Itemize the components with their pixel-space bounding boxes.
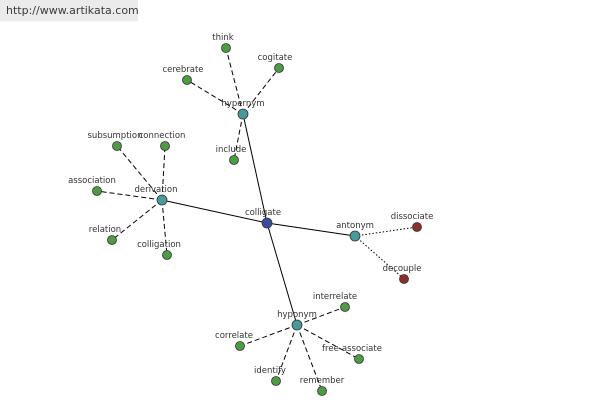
node-correlate[interactable] [235,341,245,351]
node-colligation[interactable] [162,250,172,260]
node-free-associate[interactable] [354,354,364,364]
label-cogitate[interactable]: cogitate [258,53,293,63]
edge-hyponym-correlate [239,324,298,347]
graph-labels: colligate hypernym derivation antonym hypony… [68,33,433,386]
edge-colligate-hyponym [266,222,298,326]
edge-hyponym-identify [275,324,298,382]
label-free-associate[interactable]: free-associate [322,344,382,354]
edge-derivation-association [96,190,163,201]
edge-antonym-decouple [354,235,405,280]
label-include[interactable]: include [216,145,247,155]
label-identify[interactable]: identify [254,366,286,376]
node-antonym[interactable] [349,230,361,242]
edge-derivation-subsumption [116,145,163,201]
node-remember[interactable] [317,386,327,396]
label-derivation[interactable]: derivation [134,185,177,195]
edge-hypernym-cerebrate [186,79,244,115]
graph-edges [96,47,418,392]
label-colligate[interactable]: colligate [245,208,281,218]
node-include[interactable] [229,155,239,165]
node-think[interactable] [221,43,231,53]
label-connection[interactable]: connection [139,131,186,141]
label-hyponym[interactable]: hyponym [277,310,317,320]
label-association[interactable]: association [68,176,116,186]
label-cerebrate[interactable]: cerebrate [162,65,203,75]
label-colligation[interactable]: colligation [137,240,181,250]
node-relation[interactable] [107,235,117,245]
edge-hypernym-think [225,47,244,115]
node-hypernym[interactable] [237,108,249,120]
edge-derivation-connection [161,145,166,201]
label-antonym[interactable]: antonym [336,221,374,231]
node-interrelate[interactable] [340,302,350,312]
node-cogitate[interactable] [274,63,284,73]
label-relation[interactable]: relation [89,225,121,235]
edge-colligate-derivation [161,199,268,224]
node-connection[interactable] [160,141,170,151]
edge-hyponym-interrelate [296,306,346,326]
label-dissociate[interactable]: dissociate [391,212,434,222]
label-interrelate[interactable]: interrelate [313,292,357,302]
label-correlate[interactable]: correlate [215,331,253,341]
edge-hypernym-cogitate [242,67,280,115]
label-think[interactable]: think [212,33,233,43]
label-subsumption[interactable]: subsumption [88,131,143,141]
node-identify[interactable] [271,376,281,386]
edge-derivation-colligation [161,199,168,256]
label-hypernym[interactable]: hypernym [221,99,264,109]
edge-hyponym-remember [296,324,323,392]
node-decouple[interactable] [399,274,409,284]
url-link[interactable]: http://www.artikata.com [0,0,138,21]
edge-derivation-relation [111,199,163,241]
node-cerebrate[interactable] [182,75,192,85]
graph-nodes [92,43,422,396]
node-association[interactable] [92,186,102,196]
edge-colligate-hypernym [242,113,268,224]
edge-colligate-antonym [266,222,356,237]
node-hyponym[interactable] [291,319,303,331]
node-subsumption[interactable] [112,141,122,151]
label-remember[interactable]: remember [300,376,345,386]
node-derivation[interactable] [156,194,168,206]
node-colligate[interactable] [261,217,273,229]
label-decouple[interactable]: decouple [383,264,422,274]
node-dissociate[interactable] [412,222,422,232]
edge-hyponym-free-associate [296,324,360,360]
